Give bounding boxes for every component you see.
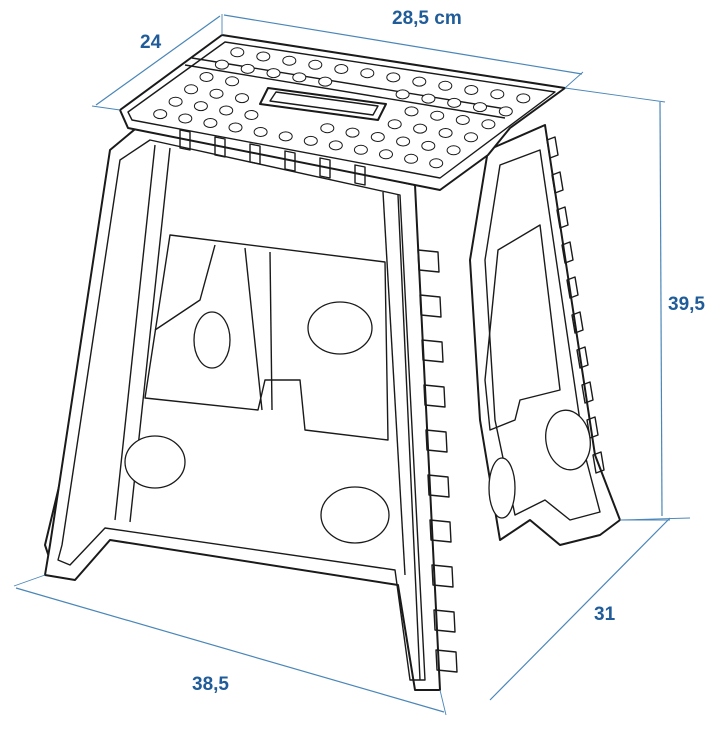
front-hole-right [320,486,390,544]
seat-dot [396,136,411,147]
seat-dot [225,76,240,87]
seat-dot [490,89,505,100]
seat-dot [446,145,461,156]
dimension-base-width: 38,5 [13,574,447,716]
seat-dot [516,93,531,104]
seat-dot [199,72,214,82]
seat-dot [370,132,385,142]
front-hole-left [124,435,186,489]
height-label: 39,5 [668,294,705,315]
seat-dot [498,106,513,117]
seat-dot [464,132,478,143]
seat-dot [345,127,360,138]
seat-dot [303,135,318,146]
seat-dot [430,110,445,121]
seat-dot [168,96,183,107]
seat-dot [193,101,208,112]
seat-dot [481,119,496,130]
seat-dot [214,59,229,70]
seat-dot [334,64,349,74]
seat-dot [464,85,479,95]
seat-dot [235,93,249,104]
seat-dot [360,68,375,79]
seat-front-notches [179,129,366,186]
seat-dot [308,59,323,70]
right-panel-window [484,224,561,431]
seat-depth-label: 24 [140,32,162,53]
seat-dot [209,88,224,99]
seat-dot [429,158,444,169]
seat-dot [203,118,218,128]
seat-dot [178,113,193,124]
seat-dot [253,127,268,137]
seat-dot [230,47,245,58]
seat-dot [256,51,271,62]
seat-dot [244,110,259,120]
base-depth-label: 31 [594,604,616,625]
seat-dot [438,80,453,91]
front-leg-panel [44,124,458,691]
seat-dot [228,122,243,133]
dimension-seat-depth: 24 [91,14,223,111]
seat-dot [387,119,402,130]
right-panel-notches [546,136,605,474]
seat-dot [421,140,436,151]
front-panel-notches [417,249,458,673]
seat-top [119,34,566,191]
seat-dot [282,55,297,66]
right-leg-panel [469,124,621,546]
seat-dot [404,106,419,117]
dimension-seat-width: 28,5 cm [223,8,584,89]
seat-dot [447,97,462,108]
seat-dot [240,63,255,74]
seat-dot [153,109,168,120]
seat-dot [266,68,281,79]
right-panel-hole-2 [488,457,516,519]
seat-dot [379,149,393,160]
front-panel-window [144,234,389,441]
seat-dot [421,93,436,104]
seat-dot [318,76,333,87]
inner-hole-2 [307,301,373,355]
inner-hole [193,311,231,369]
seat-dot [404,153,419,164]
seat-dot [395,89,410,100]
seat-dot [184,84,199,95]
seat-dot [438,128,453,138]
seat-dot [473,102,487,113]
seat-dot [328,140,343,151]
dimension-height: 39,5 [564,87,705,521]
seat-dot [455,115,470,125]
seat-dot [292,72,307,83]
seat-dots [153,47,531,169]
seat-dot [386,72,401,83]
seat-dot [413,123,428,134]
seat-dot [278,131,293,142]
seat-dot [353,144,368,155]
seat-width-label: 28,5 cm [392,8,462,29]
right-panel-hole [545,409,591,471]
seat-dot [412,76,427,87]
dimension-base-depth: 31 [489,517,671,701]
seat-dot [219,105,234,116]
seat-dot [320,123,335,134]
base-width-label: 38,5 [192,674,229,695]
